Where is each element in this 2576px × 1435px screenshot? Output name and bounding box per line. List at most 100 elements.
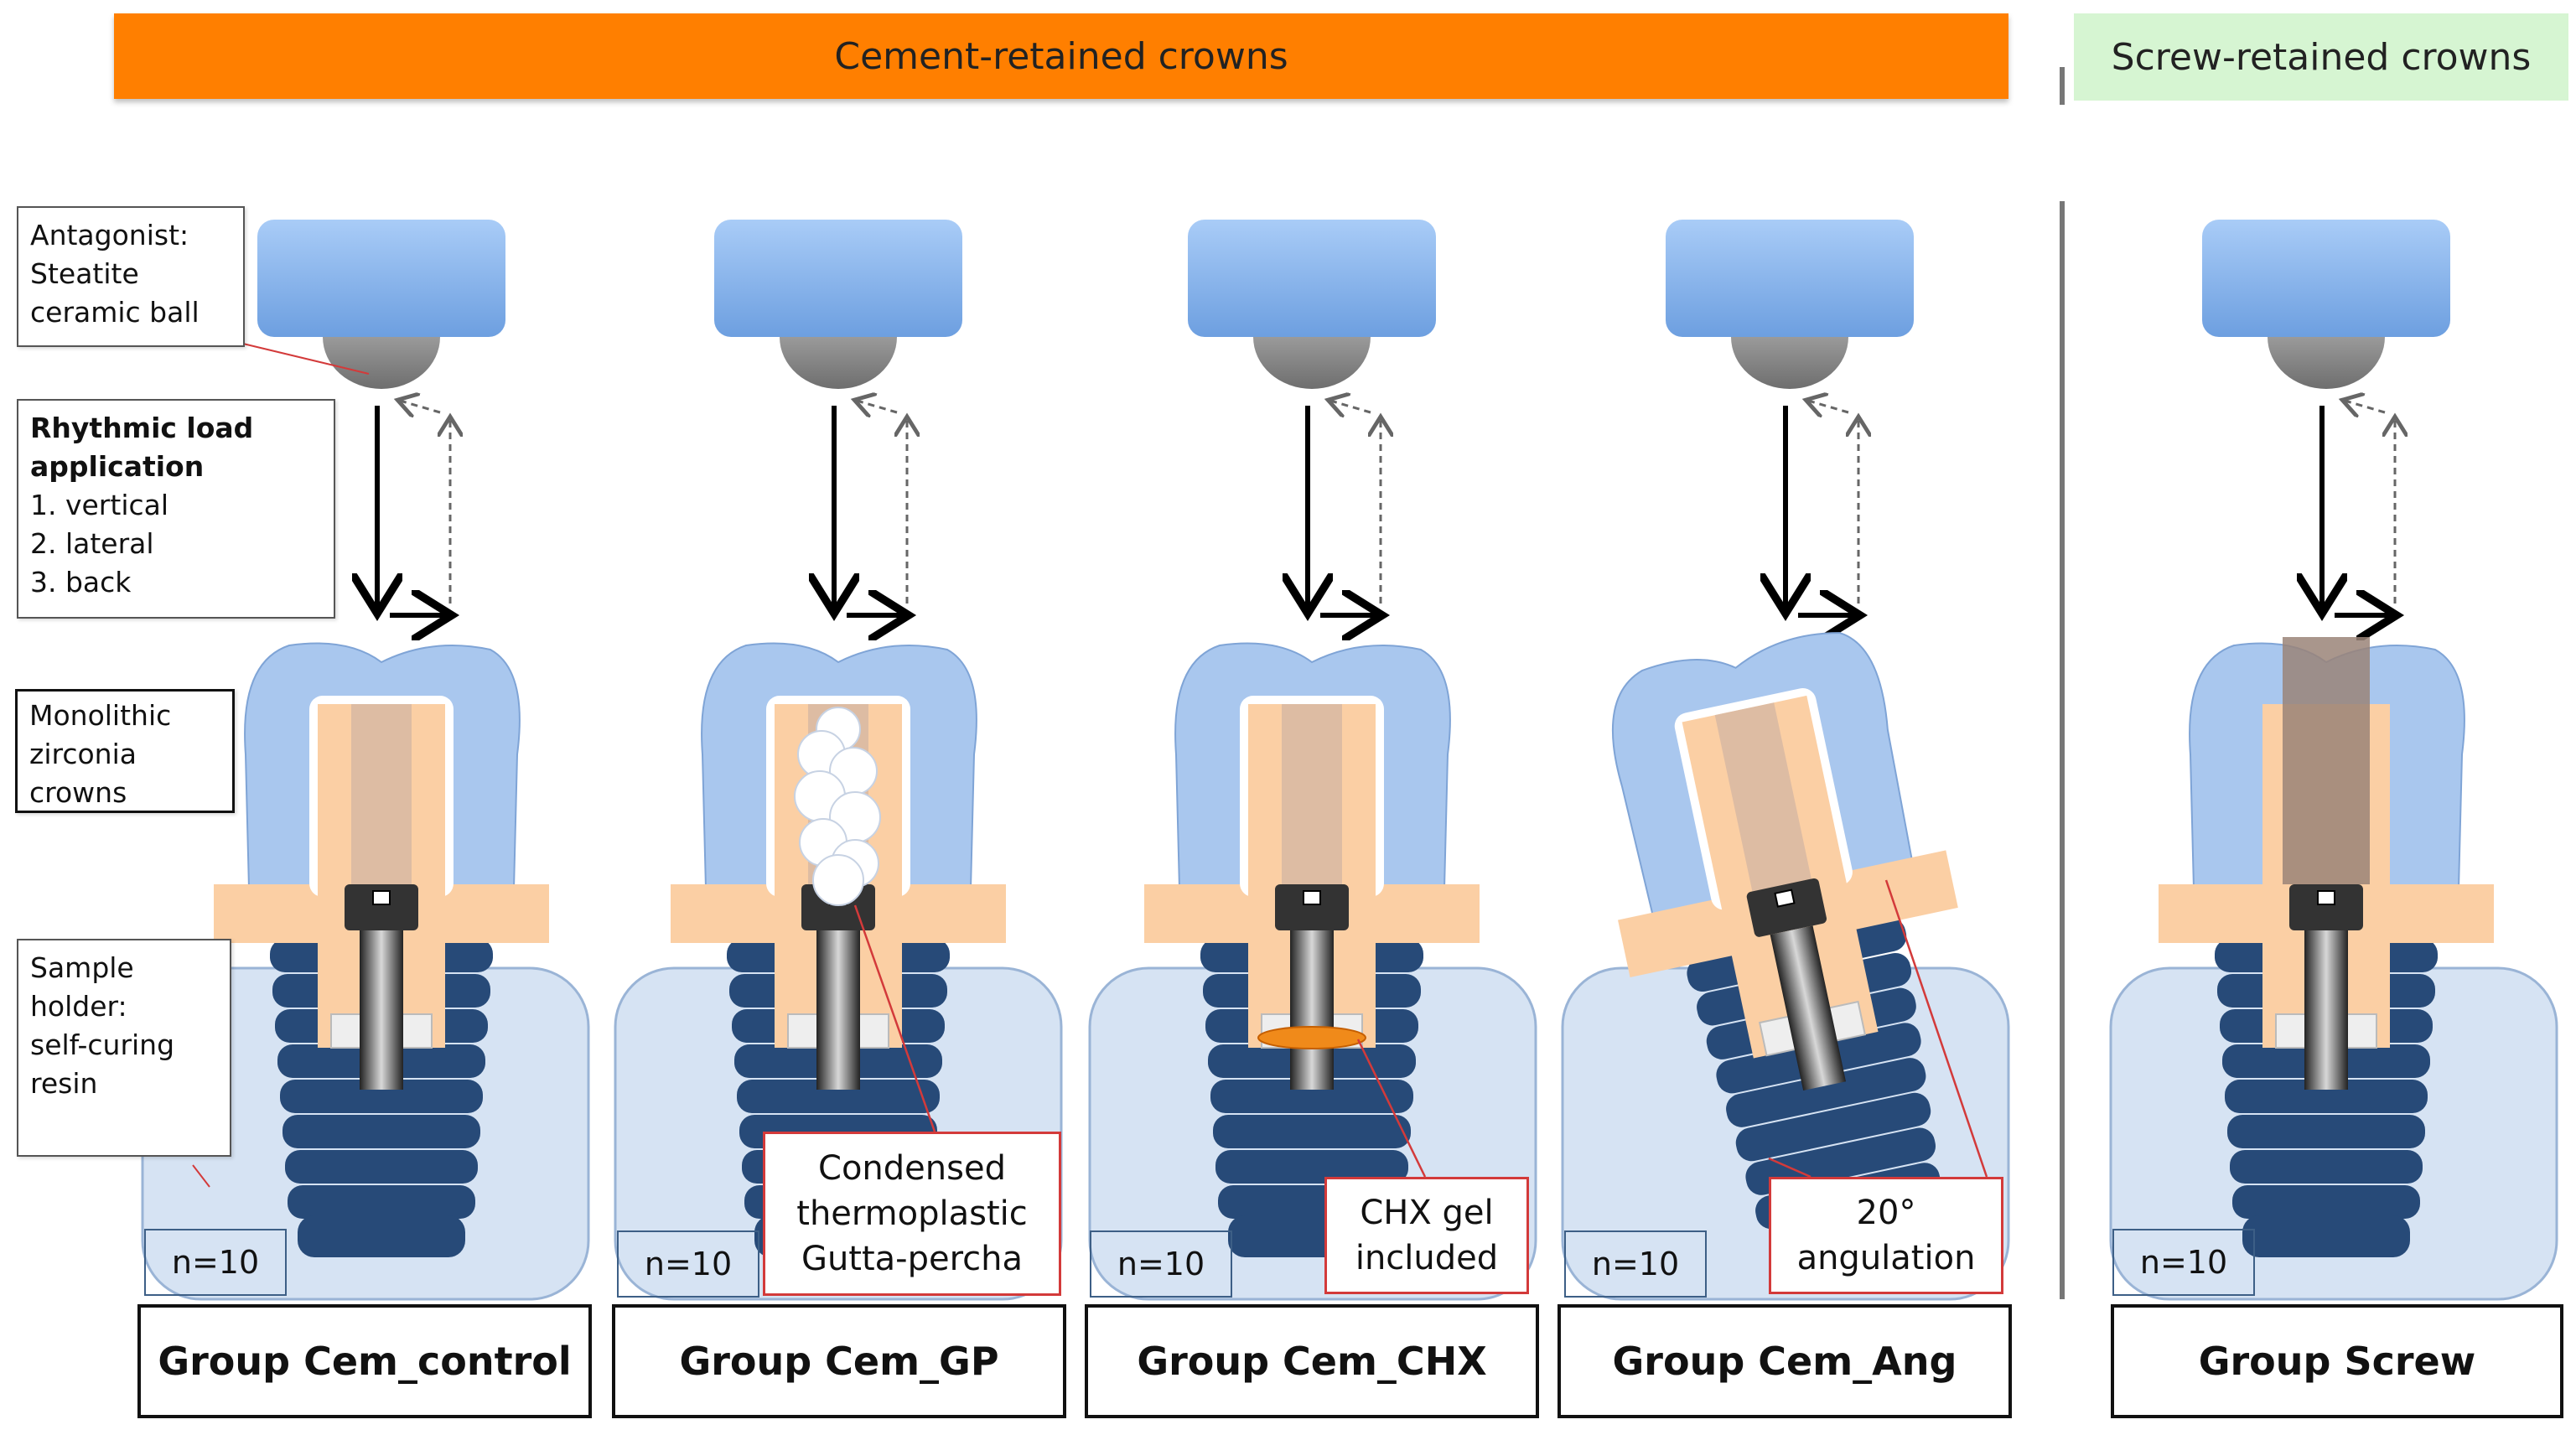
chx-gel-callout: CHX gel included — [1324, 1177, 1529, 1294]
antagonist-line-2: Steatite — [30, 257, 139, 290]
load-step-vertical: 1. vertical — [30, 489, 169, 521]
holder-line-4: resin — [30, 1067, 98, 1100]
implant-thread — [285, 1150, 478, 1184]
implant-thread — [2227, 1115, 2425, 1148]
screw-shaft — [2304, 930, 2348, 1090]
gp-line-2: thermoplastic — [796, 1194, 1028, 1233]
screw-head — [2289, 884, 2363, 930]
load-step-lateral: 2. lateral — [30, 527, 154, 560]
back-arrow — [1330, 401, 1371, 412]
crowns-line-3: crowns — [29, 776, 127, 809]
screw-shaft — [816, 930, 860, 1090]
antagonist-label: Antagonist: Steatite ceramic ball — [17, 206, 245, 347]
steatite-ball — [323, 337, 440, 389]
steatite-ball — [2268, 337, 2385, 389]
screw-socket — [1303, 890, 1321, 905]
back-arrow — [400, 401, 441, 412]
gp-line-3: Gutta-percha — [801, 1240, 1024, 1278]
antagonist-block — [1666, 220, 1914, 337]
n-box-cem-gp: n=10 — [617, 1230, 759, 1298]
holder-line-3: self-curing — [30, 1028, 175, 1061]
holder-line-1: Sample — [30, 951, 134, 984]
specimen-assembly — [214, 642, 549, 1257]
screw-head — [345, 884, 418, 930]
n-box-screw: n=10 — [2112, 1229, 2255, 1296]
chx-line-1: CHX gel — [1360, 1194, 1494, 1232]
implant-apex — [298, 1215, 465, 1257]
group-label-cem-chx: Group Cem_CHX — [1085, 1304, 1539, 1418]
holder-leader — [192, 1164, 210, 1188]
steatite-ball — [1731, 337, 1848, 389]
implant-thread — [282, 1115, 480, 1148]
chx-gel-layer — [1257, 1026, 1366, 1049]
ang-line-2: angulation — [1796, 1239, 1976, 1277]
ang-leader-2 — [1768, 1157, 1811, 1179]
gutta-percha-fill — [812, 854, 864, 906]
load-step-back: 3. back — [30, 566, 132, 598]
holder-line-2: holder: — [30, 990, 127, 1023]
crowns-line-2: zirconia — [29, 738, 137, 770]
screw-channel — [351, 704, 412, 884]
ang-line-1: 20° — [1856, 1194, 1916, 1232]
screw-retained-banner: Screw-retained crowns — [2074, 13, 2568, 101]
antagonist-leader — [242, 343, 370, 375]
back-arrow — [1808, 401, 1849, 412]
n-box-cem-chx: n=10 — [1090, 1230, 1232, 1298]
screw-channel — [1714, 702, 1811, 892]
group-label-cem-gp: Group Cem_GP — [612, 1304, 1066, 1418]
implant-thread — [2225, 1080, 2428, 1113]
load-application-label: Rhythmic load application 1. vertical 2.… — [17, 399, 335, 619]
panel-screw — [2109, 220, 2558, 1301]
panel-ang — [1561, 220, 2010, 1301]
implant-thread — [2230, 1150, 2423, 1184]
sample-holder-label: Sample holder: self-curing resin — [17, 939, 231, 1157]
n-box-cem-control: n=10 — [144, 1229, 287, 1296]
implant-thread — [1215, 1150, 1408, 1184]
antagonist-block — [2202, 220, 2450, 337]
screw-head — [1746, 878, 1827, 937]
chx-leader — [1356, 1039, 1427, 1178]
angulation-callout: 20° angulation — [1769, 1177, 2003, 1294]
screw-shaft — [1770, 925, 1847, 1091]
group-label-cem-ang: Group Cem_Ang — [1558, 1304, 2012, 1418]
steatite-ball — [1253, 337, 1371, 389]
implant-thread — [280, 1080, 483, 1113]
implant-thread — [2232, 1185, 2420, 1219]
back-arrow — [2345, 401, 2386, 412]
panel-chx — [1088, 220, 1537, 1301]
crowns-line-1: Monolithic — [29, 699, 172, 732]
antagonist-line-1: Antagonist: — [30, 219, 189, 251]
load-title-line-2: application — [30, 450, 205, 483]
screw-access-channel — [2283, 637, 2370, 884]
group-label-screw: Group Screw — [2111, 1304, 2563, 1418]
antagonist-line-3: ceramic ball — [30, 296, 200, 329]
crowns-label: Monolithic zirconia crowns — [15, 689, 235, 813]
implant-thread — [1735, 1092, 1931, 1162]
implant-thread — [288, 1185, 475, 1219]
n-box-cem-ang: n=10 — [1564, 1230, 1707, 1298]
group-label-cem-control: Group Cem_control — [137, 1304, 592, 1418]
chx-line-2: included — [1355, 1239, 1499, 1277]
screw-shaft — [360, 930, 403, 1090]
cement-retained-banner: Cement-retained crowns — [114, 13, 2008, 99]
screw-channel — [1282, 704, 1342, 884]
antagonist-block — [257, 220, 505, 337]
screw-socket — [1774, 888, 1796, 908]
cement-banner-label: Cement-retained crowns — [834, 34, 1288, 78]
implant-thread — [737, 1080, 940, 1113]
screw-socket — [372, 890, 391, 905]
load-title-line-1: Rhythmic load — [30, 412, 254, 444]
antagonist-block — [714, 220, 962, 337]
screw-socket — [2317, 890, 2335, 905]
screw-shaft — [1290, 930, 1334, 1090]
steatite-ball — [780, 337, 897, 389]
screw-head — [1275, 884, 1349, 930]
antagonist-block — [1188, 220, 1436, 337]
gp-line-1: Condensed — [818, 1149, 1006, 1188]
gutta-percha-callout: Condensed thermoplastic Gutta-percha — [763, 1132, 1061, 1296]
back-arrow — [857, 401, 898, 412]
implant-thread — [1210, 1080, 1413, 1113]
specimen-assembly — [2159, 637, 2494, 1257]
implant-thread — [1726, 1058, 1926, 1127]
